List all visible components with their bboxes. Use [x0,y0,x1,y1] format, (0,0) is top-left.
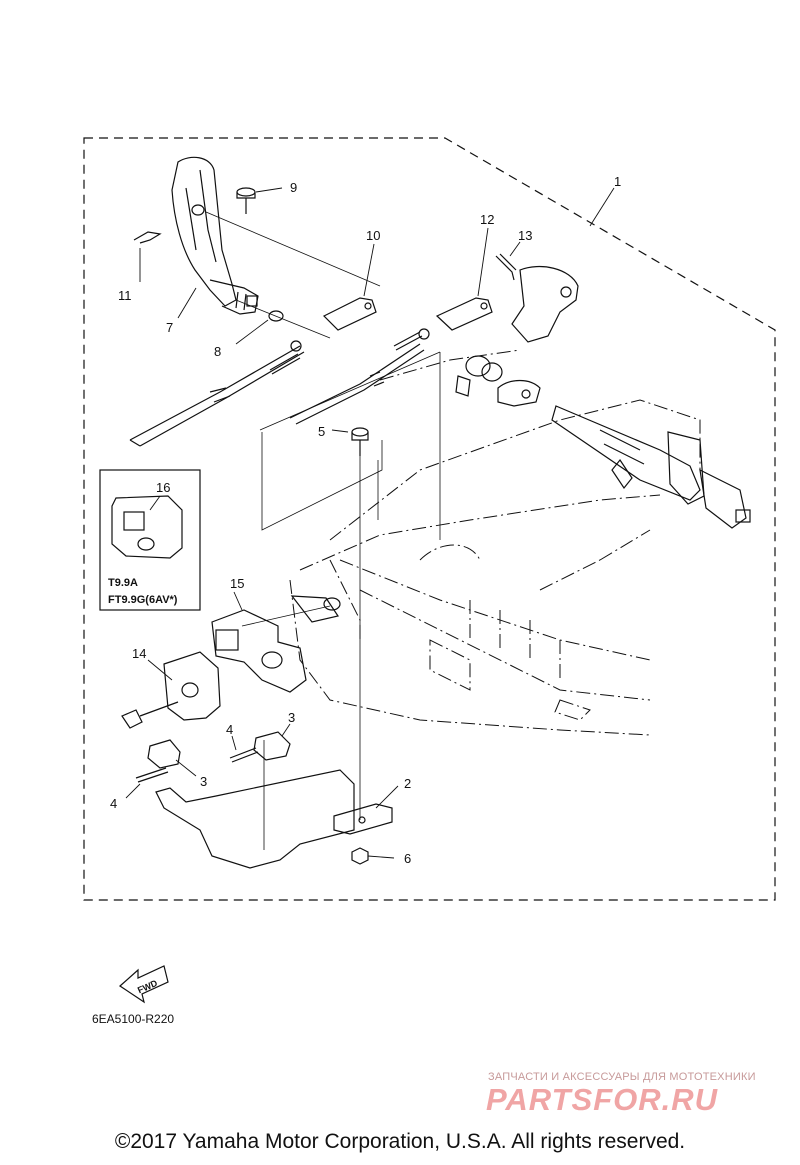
callout-2: 2 [404,776,411,791]
retainer-3b [253,731,291,761]
inset-box [99,469,201,611]
pin-4b [229,747,259,763]
bracket-15 [211,595,341,693]
throttle-cable [289,343,425,425]
bracket-2 [155,769,393,869]
watermark-logo: PARTSFOR.RU [486,1082,719,1117]
callout-13: 13 [518,228,532,243]
shift-lever [171,156,259,315]
callout-16: 16 [156,480,170,495]
callout-14: 14 [132,646,146,661]
shift-cable [129,345,305,447]
retainer-3a [147,739,181,769]
callout-leaders [125,187,615,859]
bolt-5 [351,427,369,456]
nut-6 [351,847,369,865]
cotter-pin [495,253,517,281]
callout-numbers: 1 2 3 3 4 4 5 6 7 8 9 10 11 12 13 14 15 … [110,174,621,866]
inset-model-1: T9.9A [108,577,138,589]
nut-1 [290,340,302,352]
fwd-arrow-icon: FWD [119,965,169,1004]
callout-4b: 4 [110,796,117,811]
callout-12: 12 [480,212,494,227]
nut-2 [418,328,430,340]
callout-8: 8 [214,344,221,359]
cable-joint-10 [322,297,377,331]
callout-4: 4 [226,722,233,737]
thread-1 [269,353,301,375]
callout-3: 3 [288,710,295,725]
callout-15: 15 [230,576,244,591]
watermark-tagline: ЗАПЧАСТИ И АКСЕССУАРЫ ДЛЯ МОТОТЕХНИКИ [488,1071,756,1083]
callout-10: 10 [366,228,380,243]
inset-part [111,495,183,559]
callout-9: 9 [290,180,297,195]
callout-3b: 3 [200,774,207,789]
cable-joint-12 [435,297,493,331]
inset-model-2: FT9.9G(6AV*) [108,594,178,606]
assembly-lines [205,211,441,850]
pin-4a [135,767,169,783]
bottom-cowling [289,349,701,736]
copyright-text: ©2017 Yamaha Motor Corporation, U.S.A. A… [114,1130,686,1153]
callout-7: 7 [166,320,173,335]
o-ring [268,310,284,322]
callout-5: 5 [318,424,325,439]
throttle-bracket [511,265,579,343]
bolt-9 [236,187,256,214]
plate-14 [163,651,221,721]
clip [133,231,162,244]
callout-6: 6 [404,851,411,866]
drawing-code: 6EA5100-R220 [92,1012,175,1026]
callout-1: 1 [614,174,621,189]
bolt-14 [121,701,179,729]
shaft-assembly [551,405,751,529]
assembly-boundary [83,137,776,901]
callout-11: 11 [118,288,132,303]
thread-2 [393,331,423,351]
shift-cam-parts [455,355,541,407]
